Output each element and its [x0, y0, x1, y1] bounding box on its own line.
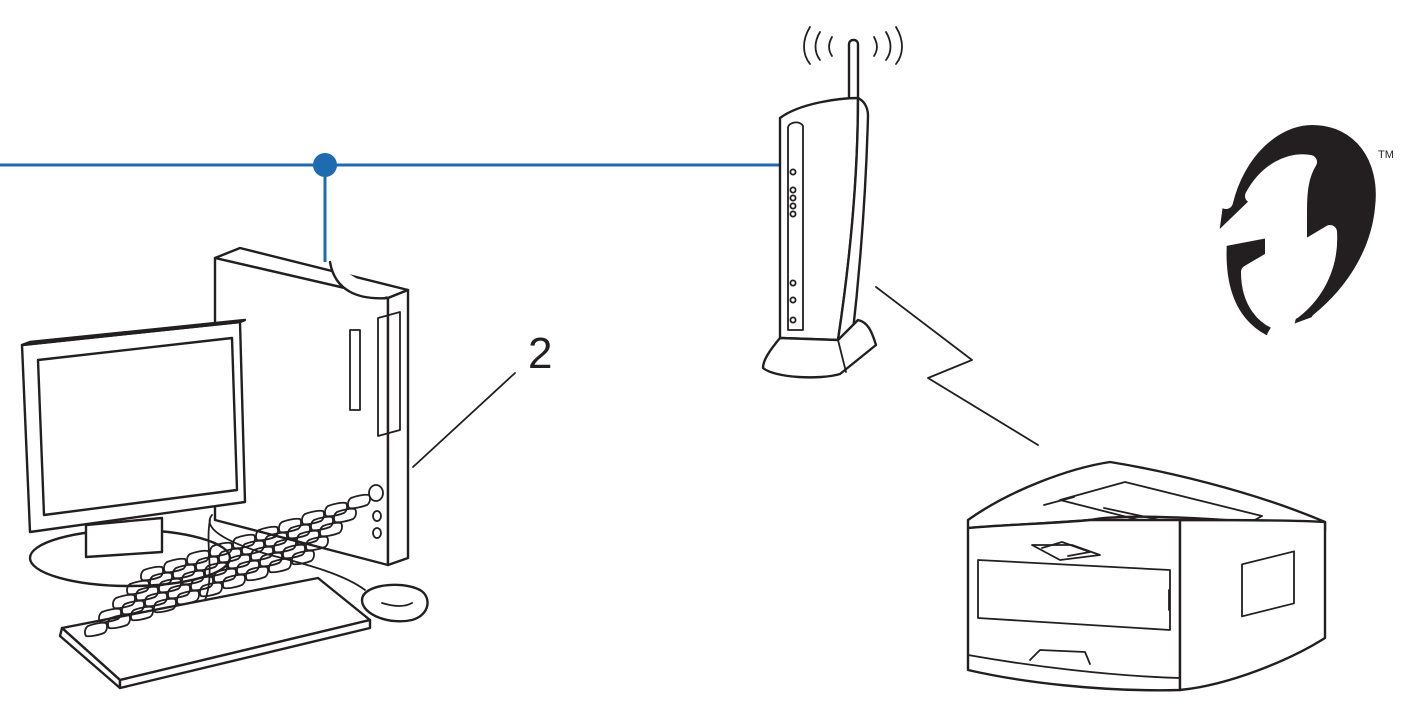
keyboard-key: [278, 517, 302, 534]
tower-icon: [213, 246, 410, 567]
monitor-icon: [20, 318, 247, 588]
router-status-leds: [789, 168, 797, 324]
keyboard-key: [347, 493, 371, 510]
keyboard-icon: [58, 493, 372, 690]
wired-network-line: [0, 153, 782, 262]
printer-icon: [966, 460, 1327, 692]
keyboard-key: [301, 509, 325, 526]
keyboard-keys: [84, 493, 371, 638]
callout-label: 2: [528, 329, 552, 378]
computer-icon: [20, 246, 429, 690]
wireless-router-icon: [761, 26, 903, 379]
keyboard-key: [232, 533, 256, 550]
callout: 2: [412, 329, 552, 468]
mouse-icon: [360, 583, 429, 623]
keyboard-key: [163, 557, 187, 574]
wireless-link-icon: [875, 286, 1039, 446]
keyboard-key: [324, 501, 348, 518]
trademark-mark: TM: [1378, 149, 1394, 161]
keyboard-key: [209, 541, 233, 558]
keyboard-key: [186, 549, 210, 566]
keyboard-key: [255, 525, 279, 542]
keyboard-key: [140, 565, 164, 582]
wireless-signal-icon: [803, 26, 903, 65]
wifi-protected-setup-logo: TM: [1203, 111, 1394, 355]
